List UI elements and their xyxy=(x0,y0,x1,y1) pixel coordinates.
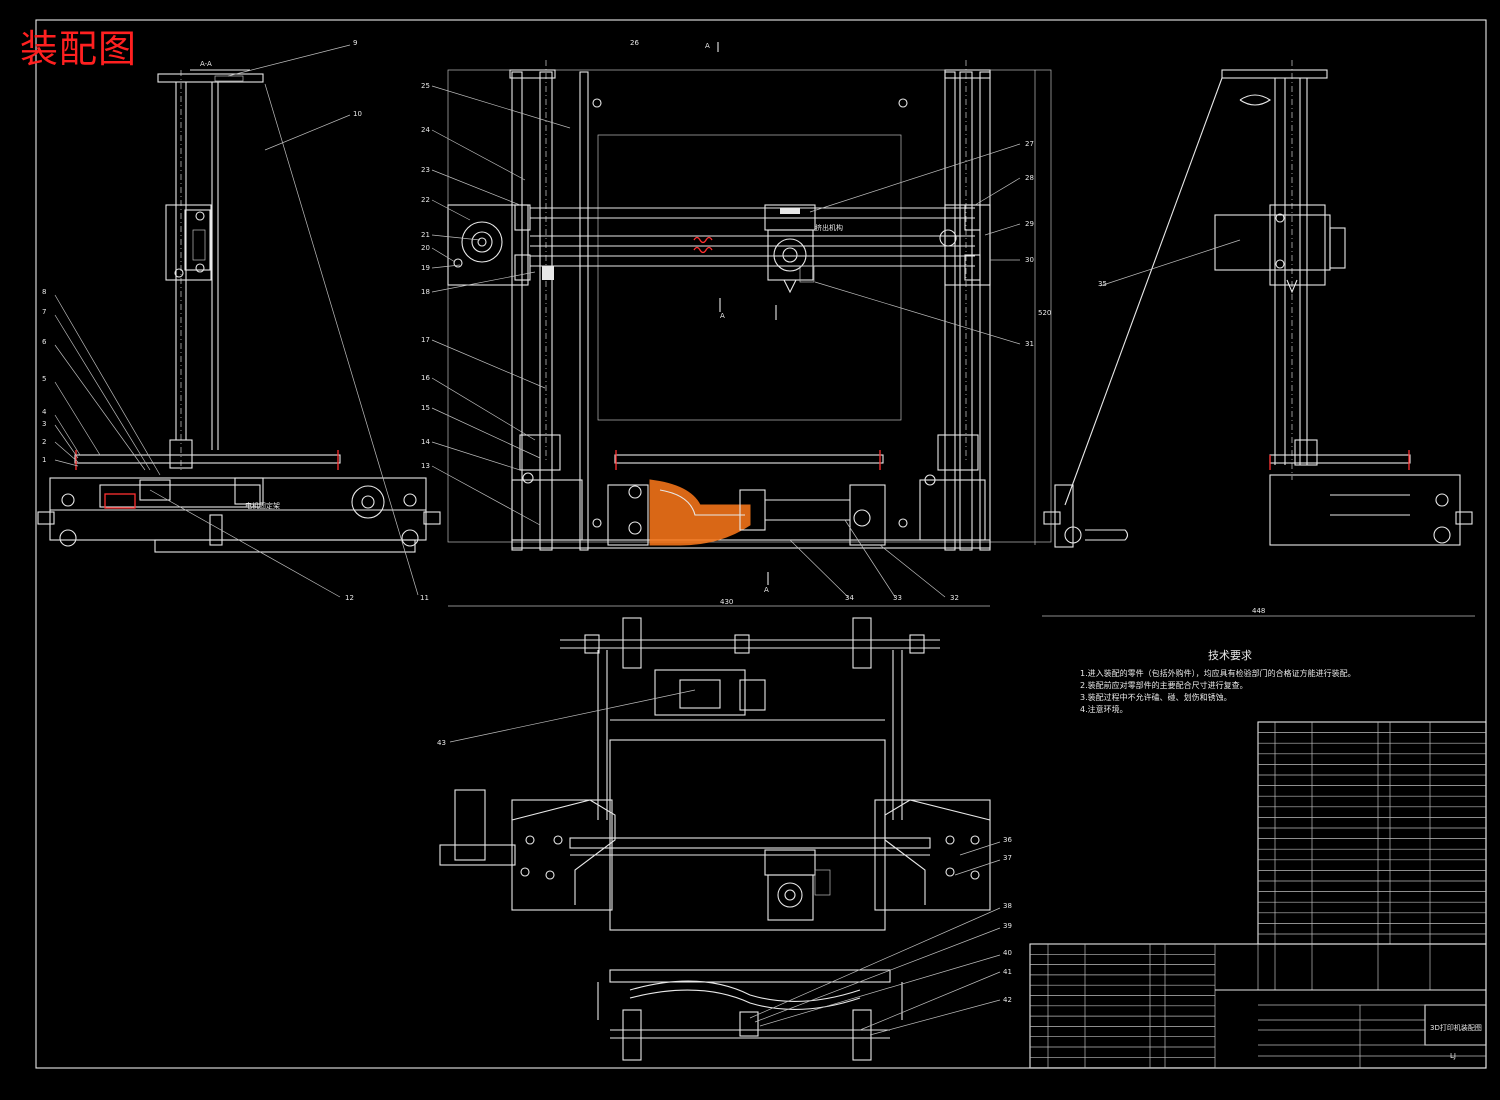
balloon: 12 xyxy=(345,594,354,602)
balloon: 15 xyxy=(421,404,430,412)
balloon: 29 xyxy=(1025,220,1034,228)
balloon: 16 xyxy=(421,374,430,382)
balloon: 40 xyxy=(1003,949,1012,957)
balloon: 30 xyxy=(1025,256,1034,264)
balloon: 13 xyxy=(421,462,430,470)
balloon: 41 xyxy=(1003,968,1012,976)
dim-front-height: 520 xyxy=(1038,309,1051,317)
balloon: 17 xyxy=(421,336,430,344)
left-view: 电机固定架 A-A xyxy=(37,60,441,553)
balloon: 20 xyxy=(421,244,430,252)
drawing-frame xyxy=(35,19,1487,1069)
plan-view xyxy=(439,617,1001,1061)
balloon: 42 xyxy=(1003,996,1012,1004)
side-view: 448 35 xyxy=(1042,60,1475,617)
balloon: 43 xyxy=(437,739,446,747)
front-balloons: 25 24 23 22 21 20 19 18 17 16 15 14 13 2… xyxy=(421,39,1034,602)
balloon: 2 xyxy=(42,438,46,446)
plan-balloons: 43 36 37 38 39 40 41 42 xyxy=(437,739,1012,1004)
svg-text:挤出机构: 挤出机构 xyxy=(815,223,843,232)
balloon: 21 xyxy=(421,231,430,239)
balloon: 39 xyxy=(1003,922,1012,930)
balloon: 3 xyxy=(42,420,46,428)
balloon: 31 xyxy=(1025,340,1034,348)
balloon: 19 xyxy=(421,264,430,272)
balloon: 6 xyxy=(42,338,47,346)
balloon: 10 xyxy=(353,110,362,118)
balloon: 37 xyxy=(1003,854,1012,862)
balloon: 38 xyxy=(1003,902,1012,910)
balloon: 18 xyxy=(421,288,430,296)
tech-req-item: 1.进入装配的零件（包括外购件），均应具有检验部门的合格证方能进行装配。 xyxy=(1080,669,1356,678)
balloon: 24 xyxy=(421,126,430,134)
page-title: 装配图 xyxy=(20,27,138,71)
balloon: 8 xyxy=(42,288,46,296)
balloon: 32 xyxy=(950,594,959,602)
tech-req-item: 2.装配前应对零部件的主要配合尺寸进行复查。 xyxy=(1080,681,1248,690)
front-view: 挤出机构 A A xyxy=(447,42,1051,607)
balloon: 33 xyxy=(893,594,902,602)
drawing-name: 3D打印机装配图 xyxy=(1430,1023,1482,1032)
left-balloons: 9 10 8 7 6 5 4 3 2 1 12 11 xyxy=(42,39,429,602)
parts-list: 3D打印机装配图 LJ xyxy=(1029,721,1487,1069)
balloon: 25 xyxy=(421,82,430,90)
section-mark-a2: A xyxy=(720,312,725,320)
balloon: 9 xyxy=(353,39,357,47)
dim-front-width: 430 xyxy=(720,598,733,606)
balloon: 5 xyxy=(42,375,46,383)
balloon: 7 xyxy=(42,308,46,316)
front-leaders xyxy=(431,85,1021,598)
tech-req-item: 4.注意环境。 xyxy=(1080,705,1128,714)
balloon: 14 xyxy=(421,438,430,446)
balloon: 27 xyxy=(1025,140,1034,148)
balloon: 11 xyxy=(420,594,429,602)
balloon: 26 xyxy=(630,39,639,47)
left-leaders xyxy=(54,44,419,598)
section-mark-aa: A-A xyxy=(200,60,212,68)
balloon: 28 xyxy=(1025,174,1034,182)
section-mark-a3: A xyxy=(764,586,769,594)
balloon: 23 xyxy=(421,166,430,174)
section-mark-a1: A xyxy=(705,42,710,50)
svg-text:电机固定架: 电机固定架 xyxy=(245,501,280,510)
balloon: 22 xyxy=(421,196,430,204)
tech-req-item: 3.装配过程中不允许磕、碰、划伤和锈蚀。 xyxy=(1080,693,1232,702)
dim-side-width: 448 xyxy=(1252,607,1265,615)
balloon: 1 xyxy=(42,456,46,464)
balloon: 35 xyxy=(1098,280,1107,288)
balloon: 4 xyxy=(42,408,47,416)
balloon: 34 xyxy=(845,594,854,602)
balloon: 36 xyxy=(1003,836,1012,844)
tech-req-heading: 技术要求 xyxy=(1208,649,1252,662)
drawing-number: LJ xyxy=(1450,1052,1456,1060)
technical-requirements: 技术要求 1.进入装配的零件（包括外购件），均应具有检验部门的合格证方能进行装配… xyxy=(1080,649,1356,716)
